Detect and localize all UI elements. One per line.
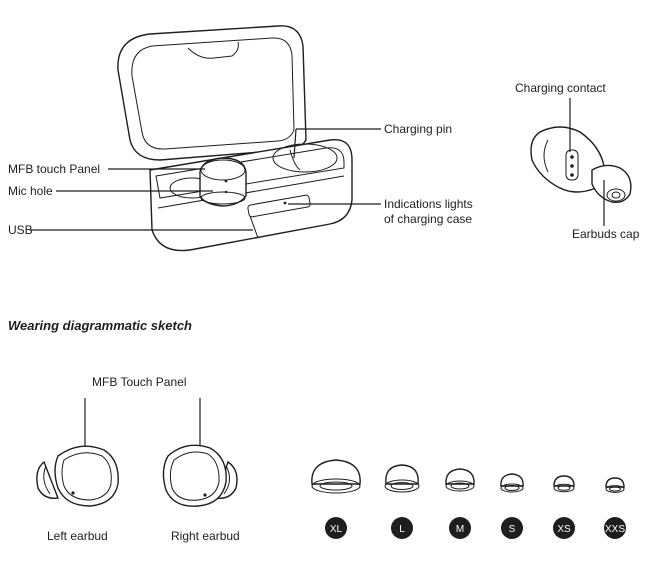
right-earbud-label: Right earbud bbox=[171, 529, 240, 543]
svg-text:XS: XS bbox=[557, 524, 571, 535]
size-badge-xxs: XXS bbox=[604, 517, 626, 539]
usb-label: USB bbox=[8, 223, 33, 237]
ear-tip-xxs bbox=[605, 477, 625, 493]
size-badge-xs: XS bbox=[553, 517, 575, 539]
ear-tip-l bbox=[384, 464, 420, 493]
mic-hole-label: Mic hole bbox=[8, 184, 53, 198]
charging-pin-label: Charging pin bbox=[384, 122, 452, 136]
charging-contact-label: Charging contact bbox=[515, 81, 606, 95]
mfb-touch-panel-wearing-label: MFB Touch Panel bbox=[92, 375, 187, 389]
ear-tip-s bbox=[500, 473, 524, 493]
size-badge-l: L bbox=[391, 517, 413, 539]
charging-case bbox=[117, 25, 353, 252]
charging-case-label: of charging case bbox=[384, 212, 472, 226]
ear-tip-m bbox=[445, 468, 475, 492]
svg-text:L: L bbox=[399, 524, 405, 535]
svg-text:S: S bbox=[509, 524, 516, 535]
svg-text:XXS: XXS bbox=[605, 524, 625, 535]
left-earbud-label: Left earbud bbox=[47, 529, 108, 543]
size-badges: XL L M S XS XXS bbox=[325, 517, 626, 539]
case-leader-lines bbox=[30, 128, 381, 231]
left-earbud bbox=[36, 445, 119, 507]
earbuds-cap-label: Earbuds cap bbox=[572, 227, 640, 241]
right-earbud bbox=[162, 444, 238, 507]
size-badge-s: S bbox=[501, 517, 523, 539]
ear-tips-row bbox=[311, 459, 625, 494]
section-title: Wearing diagrammatic sketch bbox=[8, 318, 192, 333]
ear-tip-xl bbox=[311, 459, 361, 494]
svg-text:XL: XL bbox=[330, 524, 343, 535]
svg-text:M: M bbox=[456, 524, 464, 535]
size-badge-m: M bbox=[449, 517, 471, 539]
side-earbud bbox=[530, 126, 632, 204]
ear-tip-xs bbox=[553, 475, 575, 493]
indications-lights-label: Indications lights bbox=[384, 197, 473, 211]
size-badge-xl: XL bbox=[325, 517, 347, 539]
mfb-touch-panel-label: MFB touch Panel bbox=[8, 162, 100, 176]
